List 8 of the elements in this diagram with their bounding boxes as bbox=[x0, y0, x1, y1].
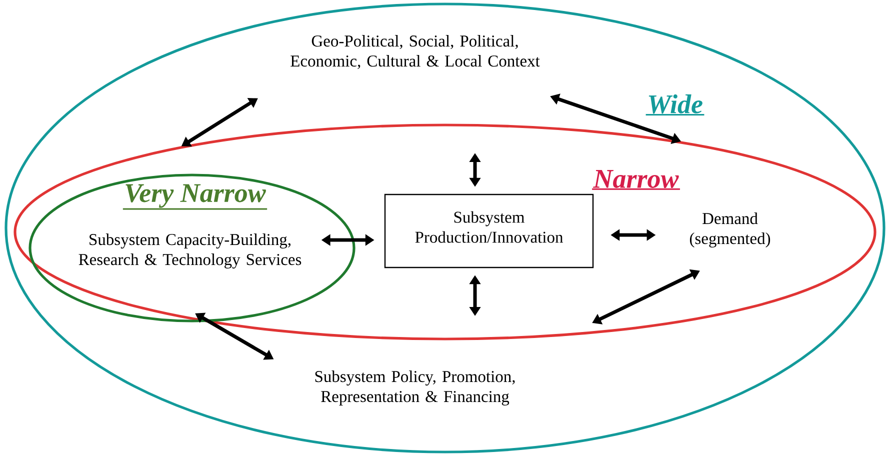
node-text: Geo-Political, Social, Political, Economic, Cultural & Local Context bbox=[290, 35, 540, 69]
heading: Very Narrow bbox=[122, 184, 268, 210]
heading: Narrow bbox=[592, 170, 680, 190]
node-text: Subsystem Policy, Promotion, Representation & Financing bbox=[315, 370, 515, 406]
node-text: Demand (segmented) bbox=[690, 212, 770, 248]
process-box: Subsystem Production/Innovation bbox=[384, 194, 594, 268]
heading: Wide bbox=[646, 94, 704, 116]
node-text: Subsystem Capacity-Building, Research & Technology Services bbox=[78, 234, 302, 268]
